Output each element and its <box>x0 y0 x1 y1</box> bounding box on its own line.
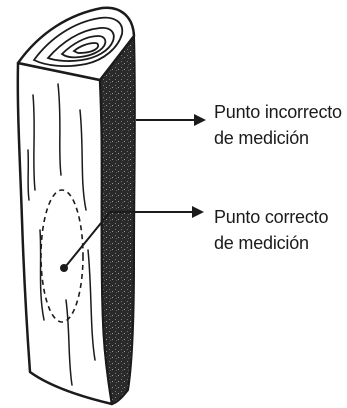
correct-arrowhead <box>192 206 204 218</box>
correct-point-label: Punto correcto de medición <box>214 204 328 256</box>
incorrect-point-label: Punto incorrecto de medición <box>214 99 342 151</box>
correct-label-line-1: Punto correcto <box>214 204 328 230</box>
incorrect-label-line-2: de medición <box>214 125 342 151</box>
log-bark-side <box>100 36 135 404</box>
log-front-face <box>18 63 112 404</box>
incorrect-label-line-1: Punto incorrecto <box>214 99 342 125</box>
correct-label-line-2: de medición <box>214 230 328 256</box>
incorrect-arrowhead <box>194 114 206 126</box>
